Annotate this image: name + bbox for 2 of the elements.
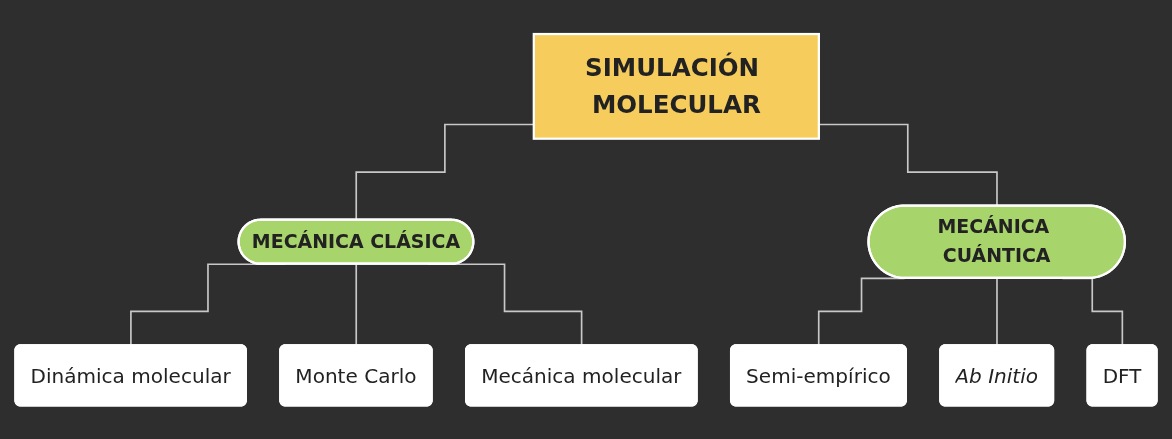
node-box: SIMULACIÓN MOLECULAR <box>532 32 820 140</box>
connector <box>996 277 999 346</box>
